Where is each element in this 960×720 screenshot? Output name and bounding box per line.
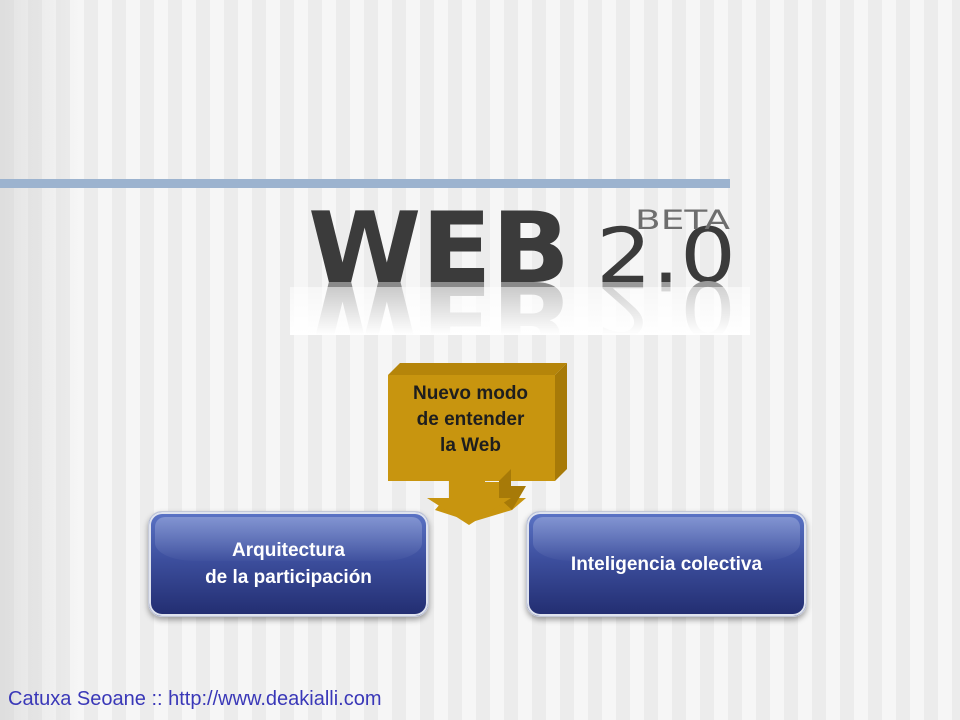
callout-line-3: la Web	[440, 435, 501, 456]
box-right-line-1: Inteligencia colectiva	[570, 553, 763, 575]
background-fade	[0, 0, 80, 720]
web20-logo: WEB WEB 2.0 2.0 BETA	[290, 195, 750, 335]
box-left-line-2: de la participación	[205, 567, 372, 588]
callout-line-2: de entender	[416, 409, 525, 430]
box-collective-intelligence: Inteligencia colectiva	[526, 511, 807, 617]
logo-beta-tag: BETA	[635, 205, 731, 236]
callout-line-1: Nuevo modo	[412, 383, 529, 404]
footer-credit: Catuxa Seoane :: http://www.deakialli.co…	[8, 688, 382, 710]
box-architecture-participation: Arquitectura de la participación	[148, 511, 429, 617]
header-rule	[0, 179, 730, 188]
callout-label: Nuevo modo de entender la Web	[388, 381, 553, 459]
callout-arrow	[388, 363, 567, 525]
logo-version: 2.0	[596, 211, 736, 300]
box-left-line-1: Arquitectura	[232, 540, 345, 561]
